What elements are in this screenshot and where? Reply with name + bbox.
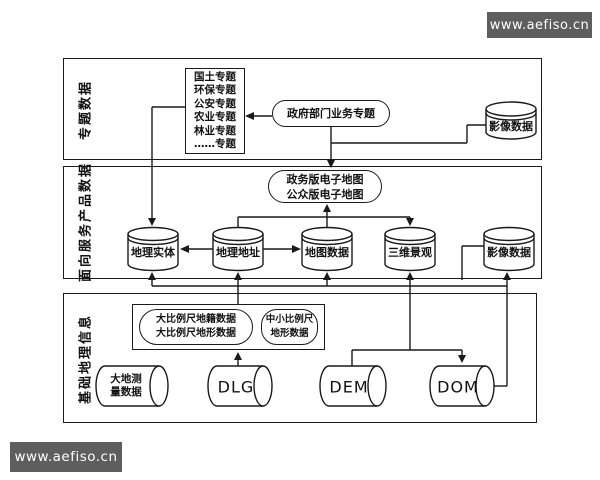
arrow-dlg-to-rect — [234, 352, 242, 366]
geo-address-label: 地理地址 — [216, 246, 260, 259]
cylinder-3d-scene — [384, 226, 436, 272]
dom-label: DOM — [437, 377, 479, 397]
layer2-service-product-box — [63, 166, 542, 279]
layer2-label: 面向服务产品数据 — [78, 161, 94, 283]
cylinder-geo-entity — [127, 226, 179, 272]
scene-3d-label: 三维景观 — [388, 246, 432, 259]
big-scale-cadastral-line: 大比例尺地籍数据 — [156, 314, 236, 325]
topic-item: 农业专题 — [194, 111, 236, 123]
topic-item: 林业专题 — [194, 124, 236, 137]
cylinder-geodetic-data — [95, 365, 169, 407]
geodetic-line2: 量数据 — [110, 386, 142, 398]
topic-item: 国土专题 — [194, 70, 236, 83]
cylinder-map-data — [301, 226, 353, 272]
topic-item: 公安专题 — [194, 97, 236, 110]
image-data-top-label: 影像数据 — [489, 120, 533, 133]
cylinder-dem — [319, 365, 387, 407]
geo-entity-label: 地理实体 — [131, 246, 175, 259]
cylinder-image-data-mid — [483, 226, 535, 272]
emap-public-line: 公众版电子地图 — [286, 187, 364, 201]
layer1-label: 专题数据 — [78, 79, 94, 141]
bracket-dem-dom — [351, 349, 466, 366]
gov-business-topic-label: 政府部门业务专题 — [287, 107, 375, 120]
emap-gov-line: 政务版电子地图 — [286, 172, 364, 186]
layer1-thematic-data-box — [63, 58, 542, 160]
arrow-gov-to-topics — [245, 112, 272, 120]
line-gov-to-emap — [327, 126, 335, 168]
topics-list-box: 国土专题 环保专题 公安专题 农业专题 林业专题 ……专题 — [185, 68, 245, 154]
line-imagedb-mid-down — [461, 245, 484, 280]
watermark-top-right: www.aefiso.cn — [487, 12, 592, 38]
layer3-label: 基础地理信息 — [78, 313, 94, 405]
emap-stadium: 政务版电子地图 公众版电子地图 — [268, 170, 382, 203]
geodetic-data-label: 大地测 量数据 — [110, 373, 142, 399]
cylinder-dlg — [207, 365, 273, 407]
mid-scale-line2: 地形数据 — [270, 328, 309, 339]
big-scale-terrain-line: 大比例尺地形数据 — [156, 328, 236, 339]
mid-scale-stadium: 中小比例尺 地形数据 — [261, 309, 318, 345]
gov-business-topic-stadium: 政府部门业务专题 — [272, 100, 390, 127]
line-topics-to-geo-entity — [148, 106, 185, 226]
geodetic-line1: 大地测 — [110, 373, 142, 385]
mid-scale-line1: 中小比例尺 — [265, 314, 314, 325]
watermark-text: www.aefiso.cn — [14, 449, 118, 465]
watermark-text: www.aefiso.cn — [489, 17, 590, 33]
dem-label: DEM — [329, 377, 369, 397]
arrow-address-to-entity — [180, 245, 213, 253]
line-imagedb-top-join — [331, 124, 486, 144]
image-data-mid-label: 影像数据 — [487, 246, 531, 259]
cylinder-geo-address — [212, 226, 264, 272]
bus-address-map-to-emap-3d — [237, 204, 414, 229]
topic-item: 环保专题 — [194, 84, 236, 96]
dlg-label: DLG — [217, 377, 255, 397]
map-data-label: 地图数据 — [305, 246, 349, 259]
cylinder-image-data-top — [485, 101, 537, 140]
cylinder-dom — [429, 365, 495, 407]
layer3-base-geo-box — [63, 293, 537, 423]
big-scale-stadium: 大比例尺地籍数据 大比例尺地形数据 — [139, 309, 253, 345]
topic-item: ……专题 — [194, 138, 236, 150]
arrow-address-to-mapdata — [263, 245, 301, 253]
watermark-bottom-left: www.aefiso.cn — [10, 442, 122, 472]
